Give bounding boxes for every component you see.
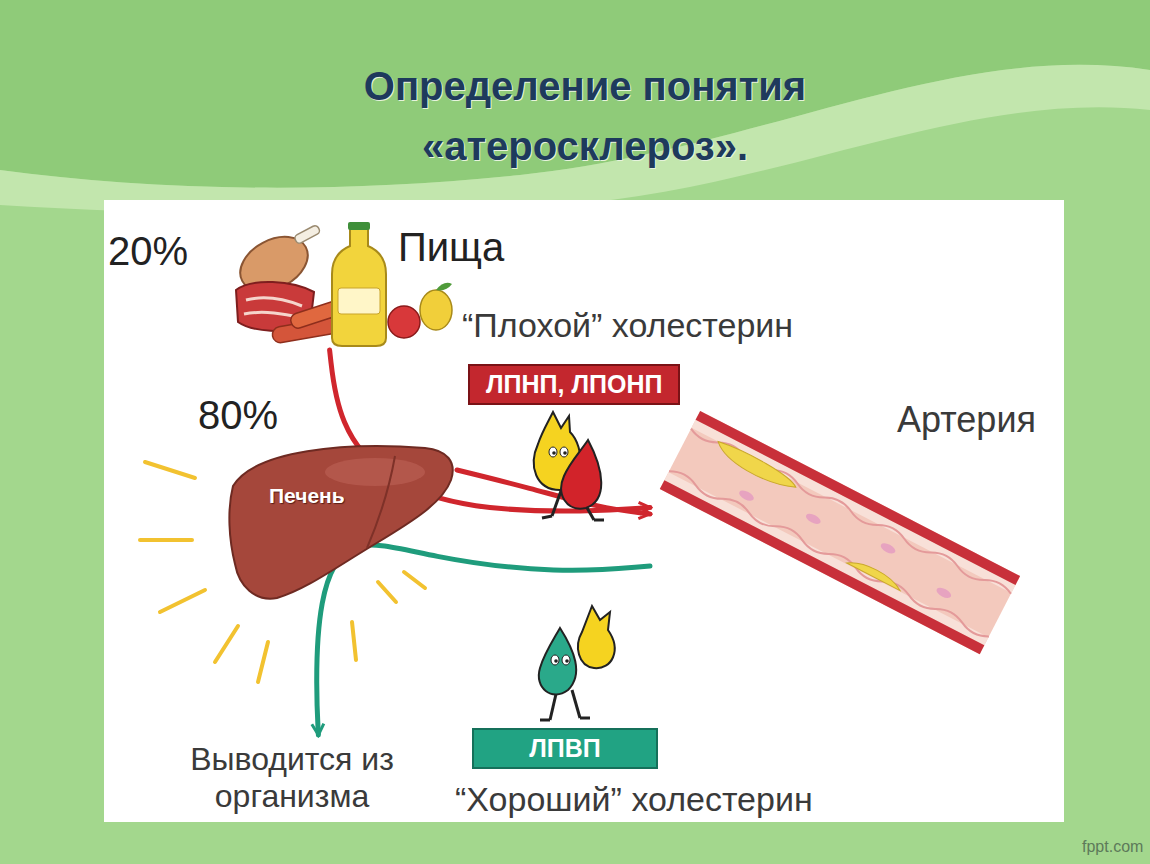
teal-drop xyxy=(539,628,576,694)
cholesterol-caption: “Плохой” холестерин xyxy=(462,306,793,345)
foot xyxy=(580,717,590,720)
blood-cell xyxy=(804,512,822,526)
apple xyxy=(388,306,420,338)
pupil xyxy=(552,451,556,455)
leg xyxy=(550,694,556,720)
pupil xyxy=(554,659,558,663)
ray xyxy=(404,572,425,588)
pupil xyxy=(563,451,567,455)
ray xyxy=(378,582,396,602)
blood-cell xyxy=(738,488,756,502)
good-cholesterol-character xyxy=(539,606,615,720)
pupil xyxy=(565,659,569,663)
liver-lobe-line xyxy=(367,456,395,548)
artery-wall xyxy=(660,480,984,654)
oil-bottle xyxy=(332,228,386,346)
lipoprotein-badge: ЛПВП xyxy=(472,728,658,769)
liver-shape xyxy=(229,446,452,598)
percent-value: 20% xyxy=(108,228,188,274)
artery-tube xyxy=(660,411,1020,654)
artery-intima xyxy=(691,420,1015,593)
liver-outline xyxy=(225,440,457,602)
good-cholesterol-group: ЛПВП “Хороший” холестерин xyxy=(455,726,875,824)
foot xyxy=(594,519,604,522)
foot xyxy=(540,719,550,722)
excretion-target: Выводится из организма xyxy=(172,735,416,823)
organ-name: Печень xyxy=(269,484,345,508)
ray xyxy=(160,590,205,612)
ray xyxy=(215,626,238,662)
lipoprotein-badge: ЛПНП, ЛПОНП xyxy=(468,364,680,405)
ray xyxy=(140,538,192,542)
flow-arrow xyxy=(317,545,650,735)
pear xyxy=(420,290,452,330)
liver-highlight xyxy=(325,458,425,486)
ray xyxy=(258,642,268,682)
blood-cell xyxy=(879,541,897,555)
leaf xyxy=(436,283,452,291)
bad-cholesterol-character xyxy=(534,412,604,520)
excretion-text: Выводится из организма xyxy=(172,741,412,815)
bottle-cap xyxy=(348,222,370,230)
liver-organ: Печень xyxy=(225,440,457,602)
slide-title: Определение понятия «атеросклероз». xyxy=(265,56,905,176)
artery-lumen xyxy=(660,411,1020,654)
ray xyxy=(145,462,195,478)
blood-cell xyxy=(935,586,953,600)
picture-panel xyxy=(104,200,1064,822)
food-heading: Пища xyxy=(398,224,504,270)
yellow-flame xyxy=(578,606,615,668)
leg xyxy=(572,690,580,718)
eye xyxy=(562,655,570,665)
ray xyxy=(352,622,356,660)
drumstick-bone xyxy=(294,224,321,244)
artery-lining xyxy=(667,468,991,640)
percent-value: 80% xyxy=(198,392,278,438)
eye xyxy=(551,655,559,665)
cholesterol-caption: “Хороший” холестерин xyxy=(455,780,813,819)
eye xyxy=(549,447,557,457)
bad-cholesterol-group: “Плохой” холестеринЛПНП, ЛПОНП xyxy=(462,306,872,410)
foot xyxy=(542,516,552,518)
artery-vessel: Артерия xyxy=(650,395,1042,663)
bottle-label xyxy=(338,288,380,314)
eye xyxy=(560,447,568,457)
artery-heading: Артерия xyxy=(897,399,1036,440)
watermark: fppt.com xyxy=(1082,838,1143,856)
artery-lining xyxy=(689,425,1013,597)
